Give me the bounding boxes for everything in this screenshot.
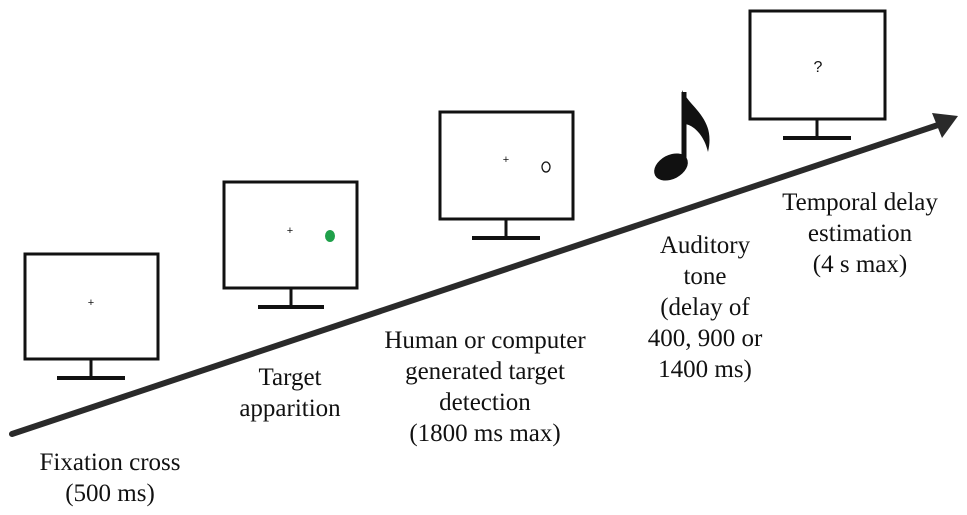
- fixation-cross: +: [503, 154, 509, 166]
- timeline-arrow-shaft: [9, 122, 941, 437]
- green-target-dot: [325, 230, 335, 242]
- note-flag: [682, 90, 710, 152]
- monitor-target-detection: +: [438, 110, 575, 240]
- monitor-screen: [748, 9, 887, 121]
- eighth-note-icon: [654, 90, 710, 181]
- monitor-screen: [438, 110, 575, 221]
- caption-target-apparition: Target apparition: [239, 364, 341, 422]
- caption-fixation-cross: Fixation cross (500 ms): [39, 449, 181, 507]
- timeline-arrow: [9, 113, 958, 437]
- monitor-screen: [23, 252, 160, 361]
- caption-auditory-tone: Auditory tone (delay of 400, 900 or 1400…: [647, 232, 763, 383]
- note-head: [654, 153, 688, 181]
- fixation-cross: +: [88, 297, 94, 309]
- timeline-arrow-head: [932, 113, 958, 138]
- monitor-fixation: +: [23, 252, 160, 380]
- question-mark: ?: [814, 59, 823, 76]
- hollow-target-circle: [541, 161, 551, 173]
- fixation-cross: +: [287, 225, 293, 237]
- caption-target-detection: Human or computer generated target detec…: [384, 327, 586, 447]
- monitor-target-apparition: +: [222, 180, 359, 309]
- monitor-temporal-estimation: ?: [748, 9, 887, 140]
- caption-temporal-delay-estimation: Temporal delay estimation (4 s max): [782, 189, 938, 278]
